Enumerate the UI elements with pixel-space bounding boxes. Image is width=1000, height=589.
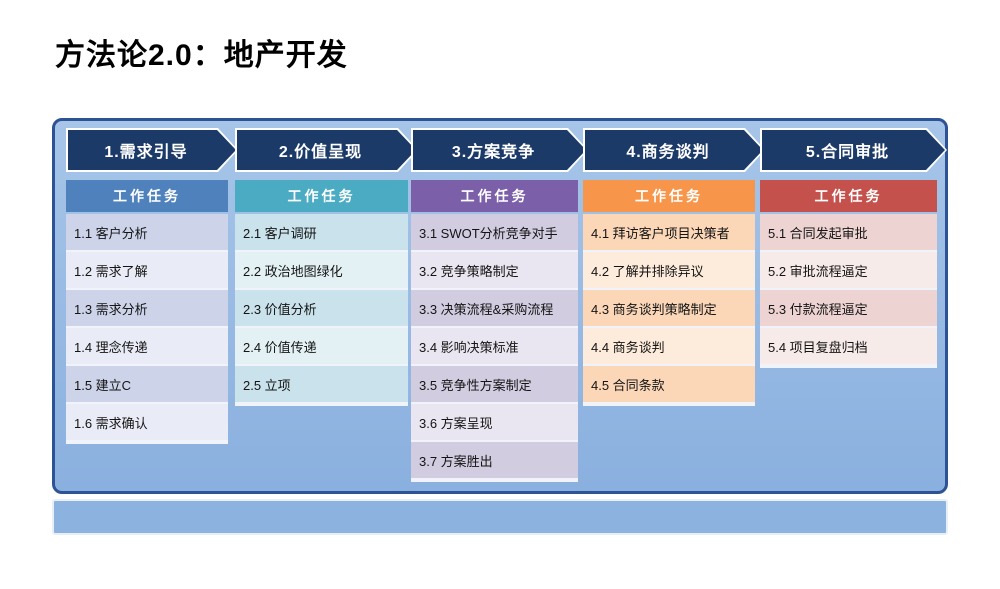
task-header: 工作任务 [583,180,755,212]
page-title: 方法论2.0：地产开发 [55,39,348,72]
task-item: 2.1 客户调研 [235,214,408,250]
task-item: 4.3 商务谈判策略制定 [583,290,755,326]
task-item: 1.2 需求了解 [66,252,228,288]
task-header: 工作任务 [235,180,408,212]
phase-1-label: 1.需求引导 [104,144,188,161]
phase-column-2: 2.价值呈现 工作任务 2.1 客户调研 2.2 政治地图绿化 2.3 价值分析… [235,128,408,406]
task-item: 5.4 项目复盘归档 [760,328,937,364]
task-list: 1.1 客户分析 1.2 需求了解 1.3 需求分析 1.4 理念传递 1.5 … [66,214,228,444]
arrow-shape: 4.商务谈判 [585,130,763,170]
arrow-shape: 2.价值呈现 [237,130,416,170]
task-item: 1.3 需求分析 [66,290,228,326]
task-item: 1.1 客户分析 [66,214,228,250]
task-item: 3.5 竞争性方案制定 [411,366,578,402]
phase-3-label: 3.方案竞争 [451,144,536,161]
task-item: 5.3 付款流程逼定 [760,290,937,326]
phase-5-arrow: 5.合同审批 [760,128,947,172]
task-item: 1.4 理念传递 [66,328,228,364]
phase-4-arrow: 4.商务谈判 [583,128,765,172]
task-item: 3.2 竞争策略制定 [411,252,578,288]
phase-5-label: 5.合同审批 [805,144,890,161]
task-header: 工作任务 [66,180,228,212]
phase-1-arrow: 1.需求引导 [66,128,238,172]
task-item: 3.4 影响决策标准 [411,328,578,364]
task-item: 2.5 立项 [235,366,408,402]
phase-2-arrow: 2.价值呈现 [235,128,418,172]
arrow-shape: 3.方案竞争 [413,130,586,170]
phase-column-3: 3.方案竞争 工作任务 3.1 SWOT分析竞争对手 3.2 竞争策略制定 3.… [411,128,578,482]
task-item: 5.2 审批流程逼定 [760,252,937,288]
task-list: 5.1 合同发起审批 5.2 审批流程逼定 5.3 付款流程逼定 5.4 项目复… [760,214,937,368]
task-item: 2.4 价值传递 [235,328,408,364]
arrow-shape: 5.合同审批 [762,130,945,170]
task-header: 工作任务 [760,180,937,212]
phase-3-arrow: 3.方案竞争 [411,128,588,172]
task-item: 1.5 建立C [66,366,228,402]
task-list: 3.1 SWOT分析竞争对手 3.2 竞争策略制定 3.3 决策流程&采购流程 … [411,214,578,482]
phase-2-label: 2.价值呈现 [278,144,363,161]
task-item: 3.1 SWOT分析竞争对手 [411,214,578,250]
task-item: 3.6 方案呈现 [411,404,578,440]
task-item: 5.1 合同发起审批 [760,214,937,250]
phase-column-1: 1.需求引导 工作任务 1.1 客户分析 1.2 需求了解 1.3 需求分析 1… [66,128,228,444]
task-list: 2.1 客户调研 2.2 政治地图绿化 2.3 价值分析 2.4 价值传递 2.… [235,214,408,406]
phase-4-label: 4.商务谈判 [626,144,710,161]
task-item: 4.2 了解并排除异议 [583,252,755,288]
bottom-strip [52,499,948,535]
phase-column-4: 4.商务谈判 工作任务 4.1 拜访客户项目决策者 4.2 了解并排除异议 4.… [583,128,755,406]
task-item: 2.3 价值分析 [235,290,408,326]
task-item: 4.4 商务谈判 [583,328,755,364]
task-item: 4.1 拜访客户项目决策者 [583,214,755,250]
arrow-shape: 1.需求引导 [68,130,236,170]
task-item: 3.3 决策流程&采购流程 [411,290,578,326]
task-header: 工作任务 [411,180,578,212]
task-item: 2.2 政治地图绿化 [235,252,408,288]
task-item: 3.7 方案胜出 [411,442,578,478]
task-list: 4.1 拜访客户项目决策者 4.2 了解并排除异议 4.3 商务谈判策略制定 4… [583,214,755,406]
task-item: 4.5 合同条款 [583,366,755,402]
phase-column-5: 5.合同审批 工作任务 5.1 合同发起审批 5.2 审批流程逼定 5.3 付款… [760,128,937,368]
task-item: 1.6 需求确认 [66,404,228,440]
